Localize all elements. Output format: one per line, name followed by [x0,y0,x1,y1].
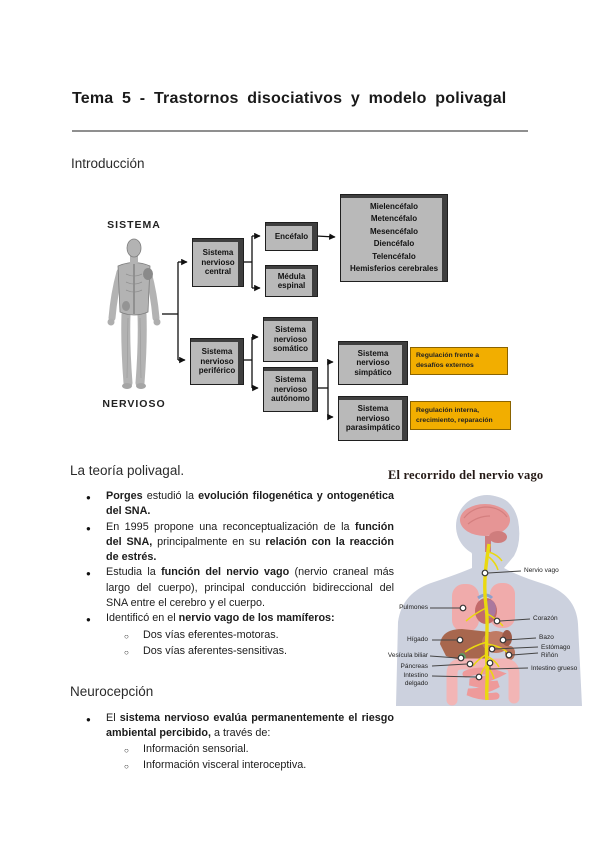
diagram-box-autonomo: Sistema nervioso autónomo [263,367,318,412]
sub-bullet-text: Información sensorial. [143,742,249,755]
vagus-body-illustration [396,495,582,706]
neurocepcion-bullet-list: ● El sistema nervioso evalúa permanentem… [86,711,394,774]
label-intestino-grueso: Intestino grueso [531,665,578,672]
label-intestino-delgado: Intestino delgado [403,672,428,687]
bullet-marker: ● [86,493,91,502]
figure-title: El recorrido del nervio vago [388,468,544,482]
bullet-item: ● Estudia la función del nervio vago (ne… [86,565,394,611]
bullet-text: En 1995 propone una reconceptualización … [106,520,394,564]
bullet-text: Identificó en el nervio vago de los mamí… [106,612,335,625]
bullet-item: ● En 1995 propone una reconceptualizació… [86,520,394,566]
sub-bullet-item: ○ Información visceral interoceptiva. [124,758,394,774]
diagram-box-simpatico: Sistema nervioso simpático [338,341,408,385]
nervioso-label: NERVIOSO [102,398,166,410]
diagram-box-encefalo-parts: Mielencéfalo Metencéfalo Mesencéfalo Die… [340,194,448,282]
sub-bullet-marker: ○ [124,745,129,755]
polivagal-bullet-list: ● Porges estudió la evolución filogenéti… [86,489,394,660]
diagram-box-encefalo: Encéfalo [265,222,318,251]
vagus-nerve-figure: El recorrido del nervio vago [386,466,600,706]
diagram-box-snp: Sistema nervioso periférico [190,338,244,385]
label-nervio-vago: Nervio vago [524,567,559,574]
highlight-regulacion-externa: Regulación frente a desafíos externos [410,347,508,375]
sub-bullet-marker: ○ [124,647,129,657]
bullet-marker: ● [86,615,91,625]
sistema-label: SISTEMA [107,219,161,231]
label-rinon: Riñón [541,652,558,659]
bullet-text: Estudia la función del nervio vago (nerv… [106,566,395,610]
diagram-box-somatico: Sistema nervioso somático [263,317,318,362]
sub-bullet-text: Dos vías aferentes-sensitivas. [143,644,288,657]
highlight-regulacion-interna: Regulación interna, crecimiento, reparac… [410,401,511,430]
sub-bullet-text: Información visceral interoceptiva. [143,758,307,771]
page-title: Tema 5 - Trastornos disociativos y model… [72,90,507,107]
section-heading-neurocepcion: Neurocepción [70,684,154,699]
bullet-text: Porges estudió la evolución filogenética… [106,490,394,518]
title-divider [72,130,528,132]
diagram-connectors [162,232,336,421]
diagram-box-parasimpatico: Sistema nervioso parasimpático [338,396,408,441]
label-higado: Hígado [407,636,428,643]
nervous-system-diagram: SISTEMA NERVIOSO [90,192,568,456]
label-estomago: Estómago [541,644,571,651]
label-corazon: Corazón [533,615,558,622]
sub-bullet-marker: ○ [124,761,129,771]
diagram-box-snc: Sistema nervioso central [192,238,244,287]
sub-bullet-text: Dos vías eferentes-motoras. [143,628,279,641]
bullet-marker: ● [86,569,91,579]
sub-bullet-marker: ○ [124,631,129,641]
label-vesicula-biliar: Vesícula biliar [387,652,428,659]
bullet-item: ● Porges estudió la evolución filogenéti… [86,489,394,520]
bullet-text: El sistema nervioso evalúa permanentemen… [106,712,394,740]
section-heading-introduccion: Introducción [71,156,145,171]
bullet-item: ● El sistema nervioso evalúa permanentem… [86,711,394,742]
bullet-marker: ● [86,715,91,724]
section-heading-polivagal: La teoría polivagal. [70,463,185,478]
label-bazo: Bazo [539,634,554,641]
sub-bullet-item: ○ Dos vías eferentes-motoras. [124,628,394,644]
human-anatomy-figure [107,238,161,389]
label-pulmones: Pulmones [399,604,428,611]
diagram-box-medula: Médula espinal [265,265,318,297]
bullet-item: ● Identificó en el nervio vago de los ma… [86,611,394,627]
bullet-marker: ● [86,523,91,533]
sub-bullet-item: ○ Información sensorial. [124,742,394,758]
label-pancreas: Páncreas [400,663,428,670]
sub-bullet-item: ○ Dos vías aferentes-sensitivas. [124,644,394,660]
